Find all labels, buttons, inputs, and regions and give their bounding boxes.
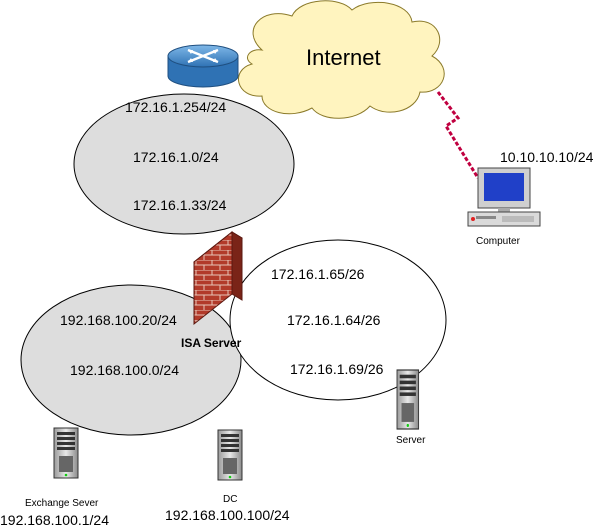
computer-ip-label: 10.10.10.10/24 bbox=[500, 149, 594, 165]
network-left-ellipse bbox=[20, 284, 242, 436]
firewall-icon bbox=[193, 230, 243, 326]
network-top-isa-ip: 172.16.1.33/24 bbox=[133, 197, 227, 213]
network-top-address: 172.16.1.0/24 bbox=[133, 149, 219, 165]
network-left-address: 192.168.100.0/24 bbox=[70, 362, 179, 378]
router-icon bbox=[167, 44, 239, 88]
router-ip-label: 172.16.1.254/24 bbox=[125, 99, 227, 115]
dc-server-ip: 192.168.100.100/24 bbox=[165, 507, 290, 523]
network-top-ellipse bbox=[73, 93, 295, 235]
computer-icon bbox=[467, 167, 541, 227]
internet-cloud bbox=[238, 0, 445, 119]
network-right-address: 172.16.1.64/26 bbox=[287, 312, 381, 328]
network-left-isa-ip: 192.168.100.20/24 bbox=[60, 312, 177, 328]
exchange-server-icon bbox=[53, 427, 79, 479]
exchange-server-label: Exchange Sever bbox=[25, 498, 99, 509]
right-server-label: Server bbox=[396, 435, 426, 446]
right-server-icon bbox=[396, 369, 420, 430]
dc-server-icon bbox=[217, 429, 243, 481]
wan-link bbox=[436, 91, 480, 179]
dc-server-label: DC bbox=[223, 494, 238, 505]
computer-label: Computer bbox=[476, 236, 520, 247]
network-right-server-ip: 172.16.1.69/26 bbox=[290, 361, 384, 377]
network-right-isa-ip: 172.16.1.65/26 bbox=[271, 266, 365, 282]
network-right-ellipse bbox=[229, 239, 447, 401]
internet-label: Internet bbox=[306, 45, 381, 70]
firewall-label: ISA Server bbox=[181, 336, 242, 350]
exchange-server-ip: 192.168.100.1/24 bbox=[0, 512, 109, 528]
